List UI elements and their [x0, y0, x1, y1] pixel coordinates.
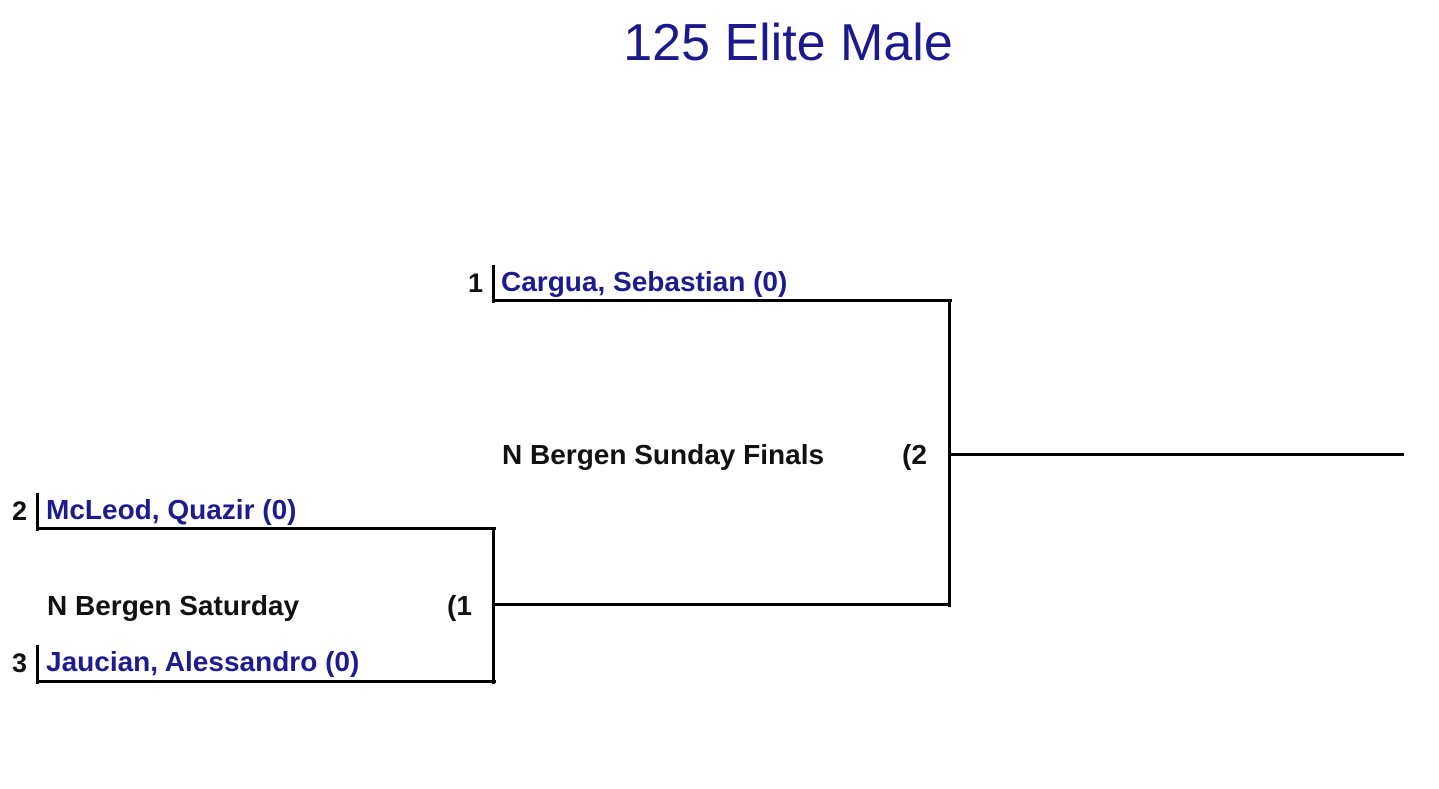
bracket-line — [492, 527, 495, 684]
seed-number: 1 — [468, 268, 484, 298]
bracket-line — [36, 493, 39, 531]
competitor-name[interactable]: Cargua, Sebastian (0) — [501, 266, 788, 297]
bracket-line — [36, 680, 496, 683]
seed-number: 3 — [12, 648, 28, 678]
seed-number: 2 — [12, 496, 28, 526]
bracket-line — [492, 299, 952, 302]
competitor-name[interactable]: Jaucian, Alessandro (0) — [46, 646, 360, 677]
bracket-line — [36, 527, 496, 530]
competitor-name[interactable]: McLeod, Quazir (0) — [46, 494, 297, 525]
bracket-title: 125 Elite Male — [623, 14, 953, 72]
bout-number: (2 — [902, 439, 927, 470]
bracket-line — [492, 265, 495, 303]
bout-event-label: N Bergen Sunday Finals — [502, 439, 825, 470]
bout-event-label: N Bergen Saturday — [47, 590, 300, 621]
winner-line — [948, 453, 1404, 456]
bracket-line — [36, 645, 39, 684]
bout-number: (1 — [447, 590, 472, 621]
winner-line — [492, 603, 950, 606]
